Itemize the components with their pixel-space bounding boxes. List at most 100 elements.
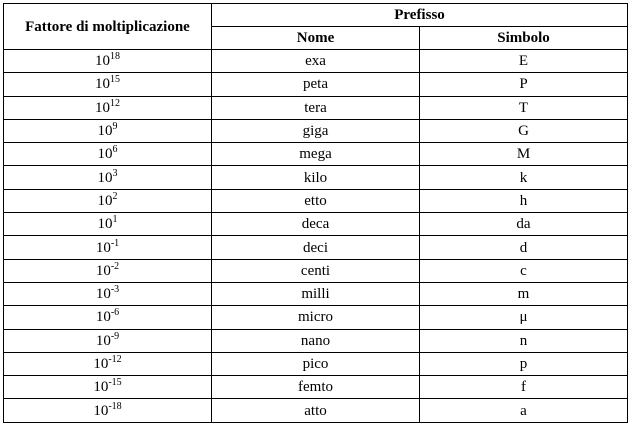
- prefix-symbol-cell: P: [418, 72, 629, 97]
- prefix-symbol-cell: T: [418, 95, 629, 120]
- factor-cell: 10-15: [3, 375, 212, 400]
- factor-exponent: -18: [108, 400, 122, 412]
- factor-base: 10: [93, 402, 109, 419]
- si-prefix-table-container: Fattore di moltiplicazione Prefisso Nome…: [3, 3, 629, 423]
- factor-exponent: 18: [110, 51, 120, 63]
- factor-cell: 1015: [3, 72, 212, 97]
- factor-base: 10: [95, 53, 110, 70]
- prefix-name-cell: mega: [211, 142, 420, 167]
- factor-base: 10: [95, 309, 111, 326]
- factor-cell: 10-18: [3, 398, 212, 423]
- prefix-symbol-cell: m: [418, 281, 629, 307]
- symbol-column-header: Simbolo: [418, 26, 629, 50]
- factor-cell: 10-1: [3, 235, 212, 260]
- factor-cell: 102: [3, 188, 212, 214]
- factor-base: 10: [95, 262, 111, 279]
- prefix-symbol-cell: μ: [418, 305, 629, 330]
- prefix-name-cell: deci: [211, 235, 420, 260]
- factor-base: 10: [95, 239, 111, 256]
- factor-cell: 1018: [3, 48, 212, 74]
- factor-cell: 101: [3, 212, 212, 237]
- factor-base: 10: [97, 123, 113, 140]
- prefix-symbol-cell: M: [418, 142, 629, 167]
- prefix-name-cell: atto: [211, 398, 420, 423]
- prefix-name-cell: nano: [211, 328, 420, 353]
- prefix-name-cell: kilo: [211, 165, 420, 190]
- factor-cell: 10-6: [3, 305, 212, 330]
- prefix-symbol-cell: c: [418, 258, 629, 283]
- prefix-name-cell: exa: [211, 48, 420, 74]
- prefix-name-cell: giga: [211, 118, 420, 144]
- table-header: Fattore di moltiplicazione Prefisso Nome…: [3, 3, 629, 50]
- prefix-symbol-cell: p: [418, 351, 629, 377]
- factor-cell: 109: [3, 118, 212, 144]
- factor-exponent: -2: [110, 260, 120, 272]
- factor-cell: 103: [3, 165, 212, 190]
- factor-cell: 10-2: [3, 258, 212, 283]
- factor-exponent: -3: [110, 284, 120, 296]
- prefix-symbol-cell: G: [418, 118, 629, 144]
- factor-base: 10: [95, 286, 111, 303]
- prefix-name-cell: milli: [211, 281, 420, 307]
- factor-exponent: -6: [110, 307, 120, 319]
- factor-base: 10: [95, 332, 111, 349]
- factor-cell: 1012: [3, 95, 212, 120]
- factor-base: 10: [97, 216, 113, 233]
- factor-cell: 10-9: [3, 328, 212, 353]
- factor-cell: 10-12: [3, 351, 212, 377]
- name-column-header: Nome: [211, 26, 420, 50]
- prefix-name-cell: femto: [211, 375, 420, 400]
- factor-exponent: 3: [112, 167, 118, 179]
- factor-exponent: 12: [110, 97, 120, 109]
- factor-exponent: -15: [108, 377, 122, 389]
- prefix-name-cell: centi: [211, 258, 420, 283]
- factor-base: 10: [93, 379, 109, 396]
- factor-cell: 106: [3, 142, 212, 167]
- factor-base: 10: [97, 169, 113, 186]
- prefix-name-cell: peta: [211, 72, 420, 97]
- si-prefix-table: Fattore di moltiplicazione Prefisso Nome…: [3, 3, 629, 423]
- prefix-name-cell: pico: [211, 351, 420, 377]
- prefix-symbol-cell: n: [418, 328, 629, 353]
- prefix-symbol-cell: da: [418, 212, 629, 237]
- factor-exponent: 1: [112, 214, 118, 226]
- factor-base: 10: [97, 146, 113, 163]
- header-row-top: Fattore di moltiplicazione Prefisso: [3, 3, 629, 50]
- prefix-symbol-cell: h: [418, 188, 629, 214]
- factor-exponent: 6: [112, 144, 118, 156]
- prefix-name-cell: deca: [211, 212, 420, 237]
- prefix-name-cell: etto: [211, 188, 420, 214]
- prefix-symbol-cell: a: [418, 398, 629, 423]
- header-row-bottom: Nome Simbolo: [4, 26, 629, 50]
- prefix-group-header: Prefisso: [210, 3, 629, 27]
- factor-cell: 10-3: [3, 281, 212, 307]
- prefix-symbol-cell: f: [418, 375, 629, 400]
- factor-base: 10: [97, 192, 113, 209]
- factor-exponent: -9: [110, 330, 120, 342]
- factor-exponent: -12: [108, 354, 122, 365]
- prefix-symbol-cell: k: [418, 165, 629, 190]
- factor-base: 10: [95, 76, 110, 93]
- factor-exponent: 15: [110, 74, 120, 86]
- factor-base: 10: [95, 99, 110, 116]
- factor-exponent: 9: [112, 121, 118, 133]
- factor-exponent: -1: [110, 237, 120, 249]
- prefix-name-cell: tera: [211, 95, 420, 120]
- prefix-name-cell: micro: [211, 305, 420, 330]
